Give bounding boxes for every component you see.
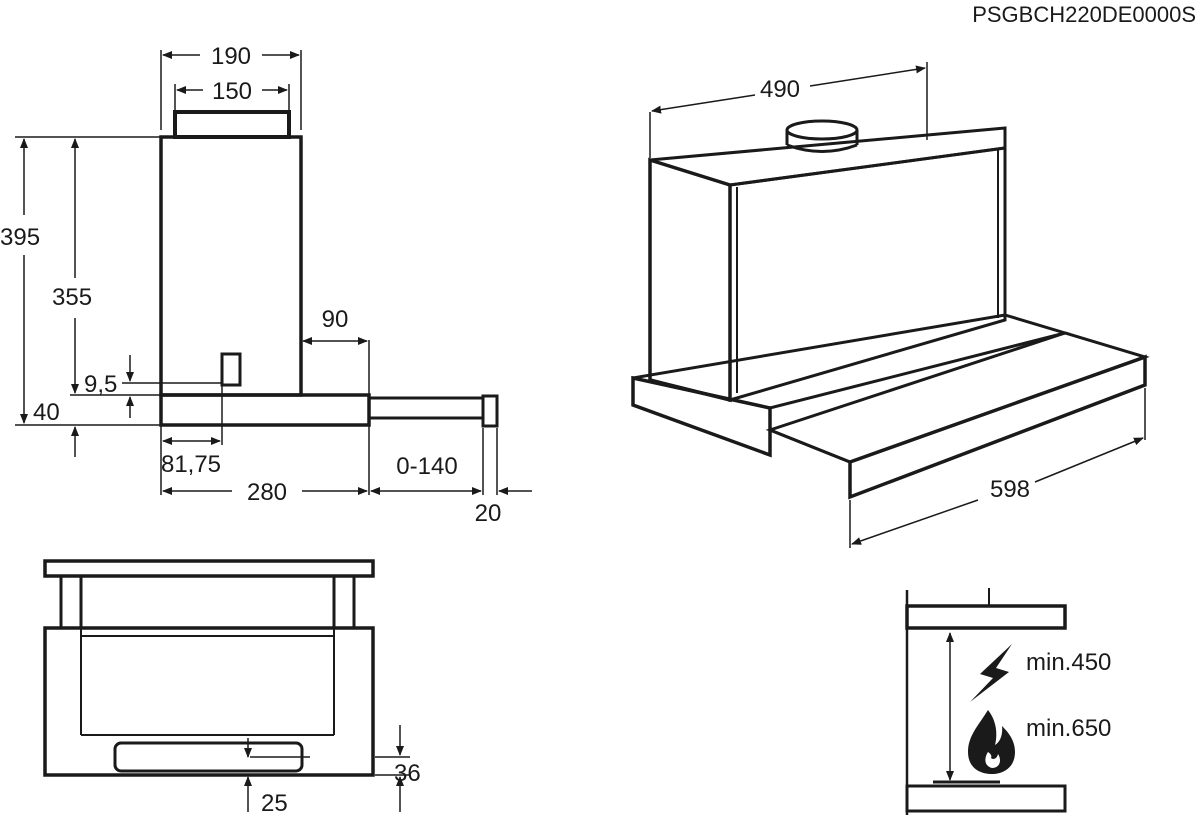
perspective-labels: 490 598: [760, 76, 1030, 503]
label-offset-small: 9,5: [84, 371, 117, 398]
drawer-rail: [367, 396, 485, 420]
label-electric-clearance: min.450: [1026, 649, 1111, 676]
label-pull-out: 0-140: [396, 453, 457, 480]
side-dimensions: [15, 50, 532, 495]
duct-ring: [785, 119, 859, 141]
perspective-view: [631, 119, 1150, 500]
label-gas-clearance: min.650: [1026, 715, 1111, 742]
label-height-total: 395: [0, 224, 40, 251]
duct-collar: [173, 110, 291, 139]
label-width-body: 490: [760, 76, 800, 103]
front-inner-panel: [80, 575, 335, 637]
front-top-cover: [43, 559, 375, 578]
hood-body: [159, 135, 303, 397]
flame-icon: [968, 710, 1015, 774]
front-dimensions: [244, 725, 410, 812]
side-view: [159, 110, 499, 428]
front-post-right: [332, 574, 356, 630]
label-height-body: 355: [52, 284, 92, 311]
hood-base-plate: [632, 313, 1071, 410]
front-labels: 36 25: [261, 760, 421, 817]
label-front-lip: 20: [475, 500, 502, 527]
front-body: [43, 626, 375, 777]
label-extension: 90: [322, 306, 349, 333]
front-view: [43, 559, 375, 777]
hood-outline: [905, 604, 1067, 630]
perspective-dimensions: [649, 62, 1146, 548]
label-offset-front: 81,75: [161, 451, 221, 478]
drawer-top: [765, 331, 1150, 464]
label-handle-offset: 25: [261, 790, 288, 817]
front-post-left: [59, 574, 83, 630]
hob-outline: [905, 784, 1067, 813]
label-width-top: 190: [211, 43, 251, 70]
label-handle-height: 36: [394, 760, 421, 787]
drawer-front: [481, 394, 499, 428]
label-height-base: 40: [33, 399, 60, 426]
clearance-view: [905, 588, 1067, 815]
label-depth: 280: [247, 479, 287, 506]
hood-front: [728, 146, 1007, 402]
lightning-icon: [970, 644, 1012, 702]
label-width-total: 598: [990, 476, 1030, 503]
side-labels: 190 150 395 355 9,5 40 90 81,75 280 0-14…: [0, 43, 501, 527]
label-duct-width: 150: [212, 78, 252, 105]
clearance-labels: min.450 min.650: [1026, 649, 1111, 742]
hood-base: [159, 393, 371, 427]
model-code: PSGBCH220DE0000S: [972, 2, 1196, 27]
indicator-window: [220, 352, 242, 387]
